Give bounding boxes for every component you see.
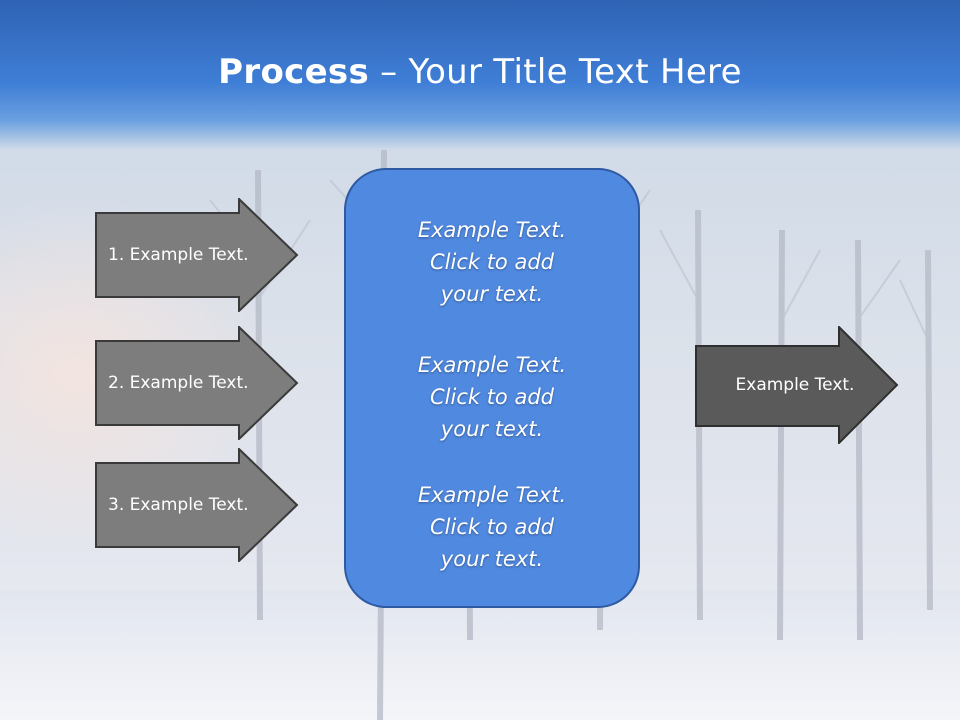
block-line: Example Text. [417,218,567,242]
block-line: Click to add [429,250,554,274]
center-text-block-1: Example Text. Click to add your text. [346,214,638,310]
arrow-shape-icon [95,198,299,312]
block-line: Click to add [429,515,554,539]
arrow-shape-icon [95,326,299,440]
arrow-shape-icon [95,448,299,562]
title-bar [0,0,960,150]
block-line: your text. [440,547,544,571]
right-arrow-label: Example Text. [735,375,855,395]
slide-title[interactable]: Process – Your Title Text Here [0,52,960,92]
block-line: your text. [440,282,544,306]
left-arrow-3[interactable]: 3. Example Text. [95,448,299,562]
block-line: your text. [440,417,544,441]
left-arrow-1-label: 1. Example Text. [108,245,249,265]
left-arrow-2-label: 2. Example Text. [108,373,249,393]
title-bold: Process [218,52,370,92]
block-line: Example Text. [417,483,567,507]
left-arrow-3-label: 3. Example Text. [108,495,249,515]
center-text-block-3: Example Text. Click to add your text. [346,479,638,575]
right-arrow[interactable]: Example Text. [695,326,899,444]
arrow-shape-icon [695,326,899,444]
block-line: Example Text. [417,353,567,377]
center-text-box[interactable]: Example Text. Click to add your text. Ex… [344,168,640,608]
title-rest: – Your Title Text Here [369,52,742,92]
left-arrow-2[interactable]: 2. Example Text. [95,326,299,440]
center-text-block-2: Example Text. Click to add your text. [346,349,638,445]
block-line: Click to add [429,385,554,409]
left-arrow-1[interactable]: 1. Example Text. [95,198,299,312]
